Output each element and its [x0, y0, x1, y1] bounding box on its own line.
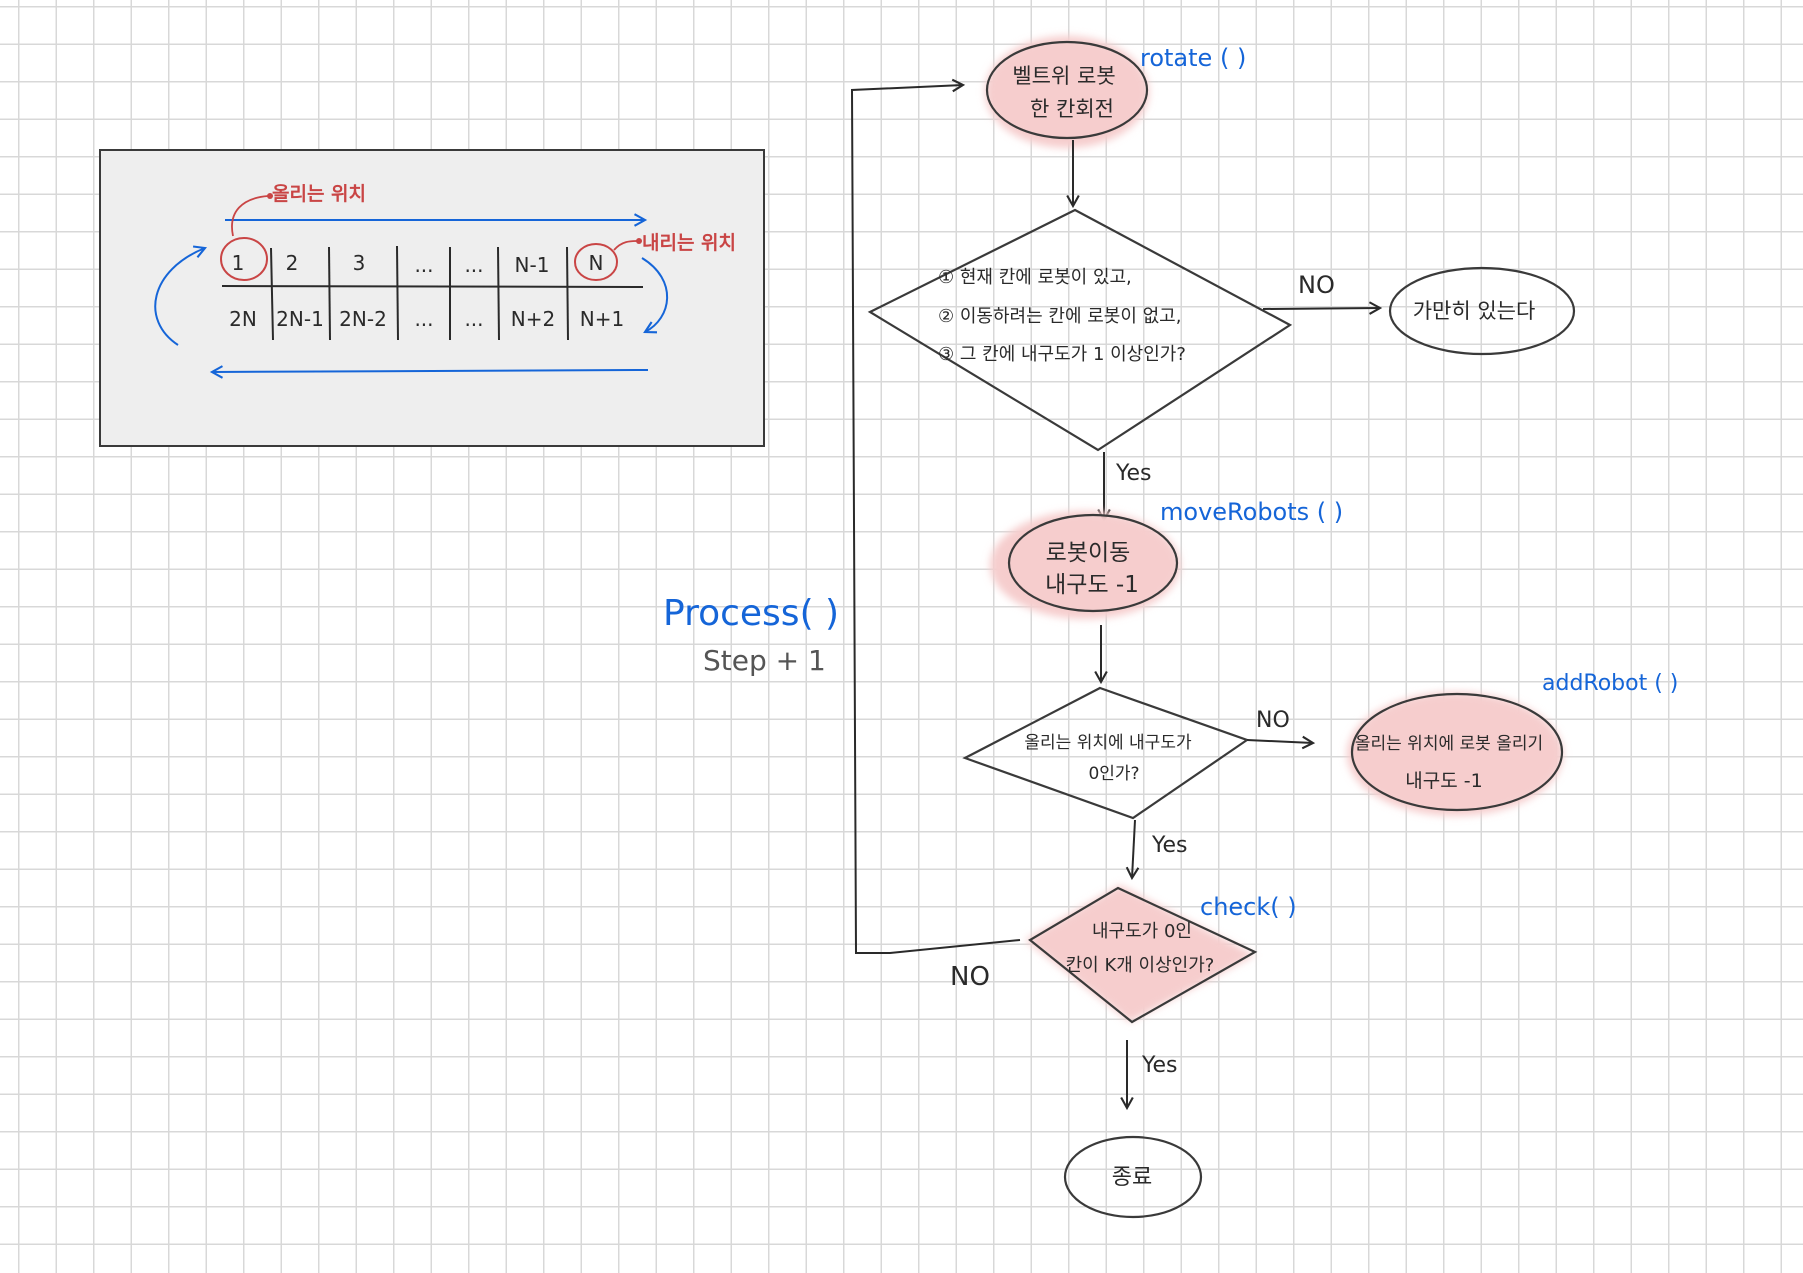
up-label-connector	[231, 195, 269, 237]
rotate-func-label: rotate ( )	[1140, 44, 1246, 72]
edge-decision2-yes	[1125, 819, 1140, 881]
belt-left-curve-arrow	[154, 245, 208, 346]
belt-cell: ...	[464, 307, 483, 331]
belt-bottom-arrow	[209, 365, 649, 379]
rotate-node-shape	[985, 40, 1149, 140]
belt-panel: 올리는 위치 내리는 위치 1 2 3 ... ... N-1 N 2N 2N-…	[99, 149, 765, 447]
process-label: Process( )	[663, 593, 839, 634]
decision1-yes-label: Yes	[1115, 461, 1152, 486]
decision2-node: 올리는 위치에 내구도가 0인가?	[962, 686, 1250, 820]
decision1-shape	[867, 208, 1293, 452]
check-func-label: check( )	[1200, 893, 1297, 921]
check-node-line2: 칸이 K개 이상인가?	[1066, 955, 1215, 976]
belt-cell: N+2	[511, 307, 555, 331]
check-node-shape	[1028, 886, 1258, 1024]
belt-cell: 2	[286, 251, 299, 275]
stay-node-shape	[1388, 266, 1576, 356]
stay-node-text: 가만히 있는다	[1413, 299, 1536, 323]
up-position-marker	[220, 237, 268, 281]
check-node: 내구도가 0인 칸이 K개 이상인가? check( )	[1025, 885, 1297, 1024]
add-robot-node-shape	[1350, 692, 1564, 812]
decision1-no-label: NO	[1298, 271, 1335, 299]
decision2-line2: 0인가?	[1088, 764, 1139, 784]
add-robot-node: 올리는 위치에 로봇 올리기 내구도 -1 addRobot ( )	[1347, 671, 1678, 816]
process-step-label: Step + 1	[703, 644, 826, 677]
belt-cell: ...	[464, 253, 483, 277]
decision2-shape	[962, 686, 1250, 820]
belt-cell: ...	[414, 307, 433, 331]
belt-panel-box	[99, 149, 765, 447]
end-node-shape	[1063, 1135, 1203, 1219]
belt-cell: N+1	[580, 307, 624, 331]
edge-decision2-no	[1246, 735, 1316, 750]
stay-node: 가만히 있는다	[1388, 266, 1576, 356]
belt-top-row: 1 2 3 ... ... N-1 N	[232, 251, 604, 277]
decision2-line1: 올리는 위치에 내구도가	[1024, 733, 1192, 753]
belt-cell: 2N-1	[276, 307, 324, 331]
add-robot-line1: 올리는 위치에 로봇 올리기	[1355, 734, 1543, 754]
rotate-node: 벨트위 로봇 한 칸회전 rotate ( )	[985, 36, 1246, 148]
belt-cell: 2N-2	[339, 307, 387, 331]
down-position-marker	[574, 243, 618, 281]
move-node-line1: 로봇이동	[1046, 540, 1131, 566]
edge-check-no-loop	[850, 78, 1021, 954]
decision1-line2: ② 이동하려는 칸에 로봇이 없고,	[938, 306, 1181, 327]
end-node: 종료	[1063, 1135, 1203, 1219]
belt-separators	[270, 245, 569, 341]
check-node-line1: 내구도가 0인	[1092, 921, 1192, 942]
belt-cell: N	[589, 251, 604, 275]
check-no-label: NO	[950, 962, 990, 992]
belt-bottom-row: 2N 2N-1 2N-2 ... ... N+2 N+1	[229, 307, 624, 331]
end-node-text: 종료	[1112, 1165, 1152, 1190]
move-node: 로봇이동 내구도 -1 moveRobots ( )	[990, 498, 1343, 619]
decision1-line1: ① 현재 칸에 로봇이 있고,	[938, 267, 1132, 288]
belt-cell: N-1	[515, 253, 550, 277]
up-position-label: 올리는 위치	[272, 183, 366, 205]
belt-cell: ...	[414, 253, 433, 277]
belt-cell: 3	[353, 251, 366, 275]
move-func-label: moveRobots ( )	[1160, 498, 1343, 526]
decision2-yes-label: Yes	[1151, 833, 1188, 858]
move-node-line2: 내구도 -1	[1045, 572, 1139, 598]
belt-cell: 2N	[229, 307, 257, 331]
decision1-node: ① 현재 칸에 로봇이 있고, ② 이동하려는 칸에 로봇이 없고, ③ 그 칸…	[867, 208, 1293, 452]
belt-divider	[221, 285, 644, 288]
rotate-node-line2: 한 칸회전	[1030, 97, 1114, 121]
down-position-label: 내리는 위치	[642, 232, 736, 254]
decision2-no-label: NO	[1256, 708, 1290, 733]
check-yes-label: Yes	[1141, 1053, 1178, 1078]
belt-cell: 1	[232, 251, 245, 275]
move-node-shape	[1007, 513, 1179, 613]
belt-right-curve-arrow	[641, 257, 669, 334]
decision1-line3: ③ 그 칸에 내구도가 1 이상인가?	[938, 344, 1186, 365]
rotate-node-line1: 벨트위 로봇	[1012, 64, 1115, 88]
add-robot-line2: 내구도 -1	[1405, 770, 1482, 792]
add-robot-func-label: addRobot ( )	[1542, 671, 1678, 696]
edge-decision1-no	[1262, 301, 1383, 315]
down-label-connector	[613, 240, 639, 251]
